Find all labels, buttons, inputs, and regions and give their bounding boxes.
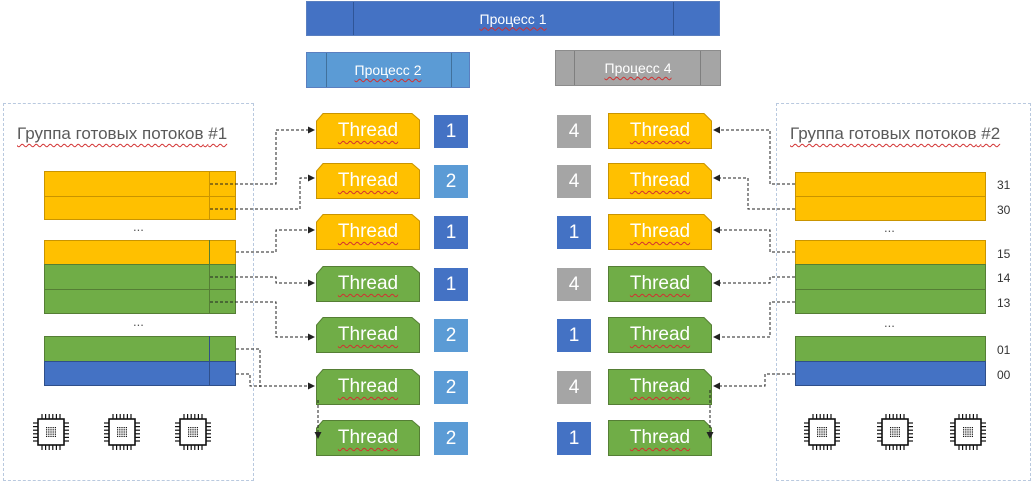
cpu-chip-icon xyxy=(950,414,986,450)
left-thread-block-4: Thread xyxy=(316,266,420,302)
left-bar-divider-3 xyxy=(209,336,210,386)
priority-30: 30 xyxy=(997,203,1011,217)
right-thread-label-1: Thread xyxy=(629,120,691,141)
left-arrow-6 xyxy=(236,373,315,390)
right-ready-bar-5 xyxy=(795,289,986,314)
left-arrow-1 xyxy=(210,126,315,185)
right-thread-block-4: Thread xyxy=(608,266,712,302)
left-arrow-3 xyxy=(236,226,315,253)
right-thread-block-6: Thread xyxy=(608,369,712,405)
left-ready-bar-2 xyxy=(44,196,236,220)
right-thread-block-7: Thread xyxy=(608,420,712,456)
right-thread-block-5: Thread xyxy=(608,317,712,353)
process-4-bar: Процесс 4 xyxy=(555,50,721,86)
right-ready-bar-7 xyxy=(795,361,986,386)
group-left-label-text: Группа готовых потоков xyxy=(17,124,204,143)
priority-14: 14 xyxy=(997,271,1011,285)
right-process-number-6: 4 xyxy=(557,371,591,404)
left-process-number-4: 1 xyxy=(434,268,468,301)
left-process-number-2: 2 xyxy=(434,165,468,198)
left-thread-block-3: Thread xyxy=(316,214,420,250)
right-ready-bar-3 xyxy=(795,240,986,265)
right-ellipsis-1: ... xyxy=(884,220,895,235)
process-1-label: Процесс 1 xyxy=(479,10,547,27)
process-1-bar: Процесс 1 xyxy=(306,1,720,36)
left-thread-block-1: Thread xyxy=(316,113,420,149)
left-arrow-2 xyxy=(210,174,315,210)
right-thread-label-5: Thread xyxy=(629,324,691,345)
left-thread-block-6: Thread xyxy=(316,369,420,405)
left-ready-bar-7 xyxy=(44,361,236,386)
right-process-number-2: 4 xyxy=(557,165,591,198)
left-thread-block-5: Thread xyxy=(316,317,420,353)
left-ready-bar-5 xyxy=(44,289,236,314)
right-process-number-1: 4 xyxy=(557,115,591,148)
group-right-label-number: #2 xyxy=(981,124,1001,143)
process-2-label: Процесс 2 xyxy=(354,62,422,78)
left-process-number-5: 2 xyxy=(434,319,468,352)
right-thread-block-3: Thread xyxy=(608,214,712,250)
left-arrow-5 xyxy=(210,301,315,341)
left-ellipsis-2: ... xyxy=(133,314,144,329)
right-arrow-2 xyxy=(713,174,795,210)
right-thread-block-2: Thread xyxy=(608,163,712,199)
left-process-number-7: 2 xyxy=(434,422,468,455)
cpu-chip-icon xyxy=(877,414,913,450)
left-arrow-4 xyxy=(210,276,315,287)
right-process-number-3: 1 xyxy=(557,216,591,249)
group-right-label-text: Группа готовых потоков xyxy=(790,124,977,143)
left-thread-label-1: Thread xyxy=(337,120,399,141)
right-thread-label-2: Thread xyxy=(629,170,691,191)
right-thread-block-1: Thread xyxy=(608,113,712,149)
cpu-chip-icon xyxy=(33,414,69,450)
priority-01: 01 xyxy=(997,343,1011,357)
priority-00: 00 xyxy=(997,368,1011,382)
left-process-number-1: 1 xyxy=(434,115,468,148)
right-arrow-3 xyxy=(713,226,795,253)
priority-15: 15 xyxy=(997,247,1011,261)
right-thread-label-6: Thread xyxy=(629,376,691,397)
left-thread-block-7: Thread xyxy=(316,420,420,456)
left-thread-label-3: Thread xyxy=(337,221,399,242)
right-thread-label-3: Thread xyxy=(629,221,691,242)
left-thread-label-5: Thread xyxy=(337,324,399,345)
cpu-chip-icon xyxy=(804,414,840,450)
right-arrow-5 xyxy=(713,301,795,341)
group-left-label-number: #1 xyxy=(208,124,228,143)
right-process-number-4: 4 xyxy=(557,268,591,301)
left-process-number-3: 1 xyxy=(434,216,468,249)
left-thread-label-7: Thread xyxy=(337,427,399,448)
priority-13: 13 xyxy=(997,296,1011,310)
left-thread-label-4: Thread xyxy=(337,273,399,294)
right-process-number-5: 1 xyxy=(557,319,591,352)
group-right-label: Группа готовых потоков #2 xyxy=(790,124,1000,144)
right-thread-label-4: Thread xyxy=(629,273,691,294)
left-bar-divider-2 xyxy=(209,240,210,314)
left-ready-bar-1 xyxy=(44,171,236,197)
right-arrow-4 xyxy=(713,276,795,287)
left-thread-block-2: Thread xyxy=(316,163,420,199)
left-ellipsis-1: ... xyxy=(133,219,144,234)
ready-thread-group-left xyxy=(3,103,254,481)
left-thread-label-6: Thread xyxy=(337,376,399,397)
right-arrow-1 xyxy=(713,126,795,185)
ready-thread-group-right xyxy=(776,103,1031,481)
process-4-label: Процесс 4 xyxy=(604,60,672,76)
right-process-number-7: 1 xyxy=(557,422,591,455)
cpu-chip-icon xyxy=(104,414,140,450)
right-ready-bar-2 xyxy=(795,196,986,221)
right-ellipsis-2: ... xyxy=(884,315,895,330)
cpu-chip-icon xyxy=(175,414,211,450)
left-bar-divider xyxy=(209,171,210,220)
right-arrow-6 xyxy=(713,373,795,390)
left-line-6b xyxy=(236,348,261,387)
right-thread-label-7: Thread xyxy=(629,427,691,448)
left-process-number-6: 2 xyxy=(434,371,468,404)
left-thread-label-2: Thread xyxy=(337,170,399,191)
process-2-bar: Процесс 2 xyxy=(306,52,470,88)
priority-31: 31 xyxy=(997,178,1011,192)
group-left-label: Группа готовых потоков #1 xyxy=(17,124,227,144)
